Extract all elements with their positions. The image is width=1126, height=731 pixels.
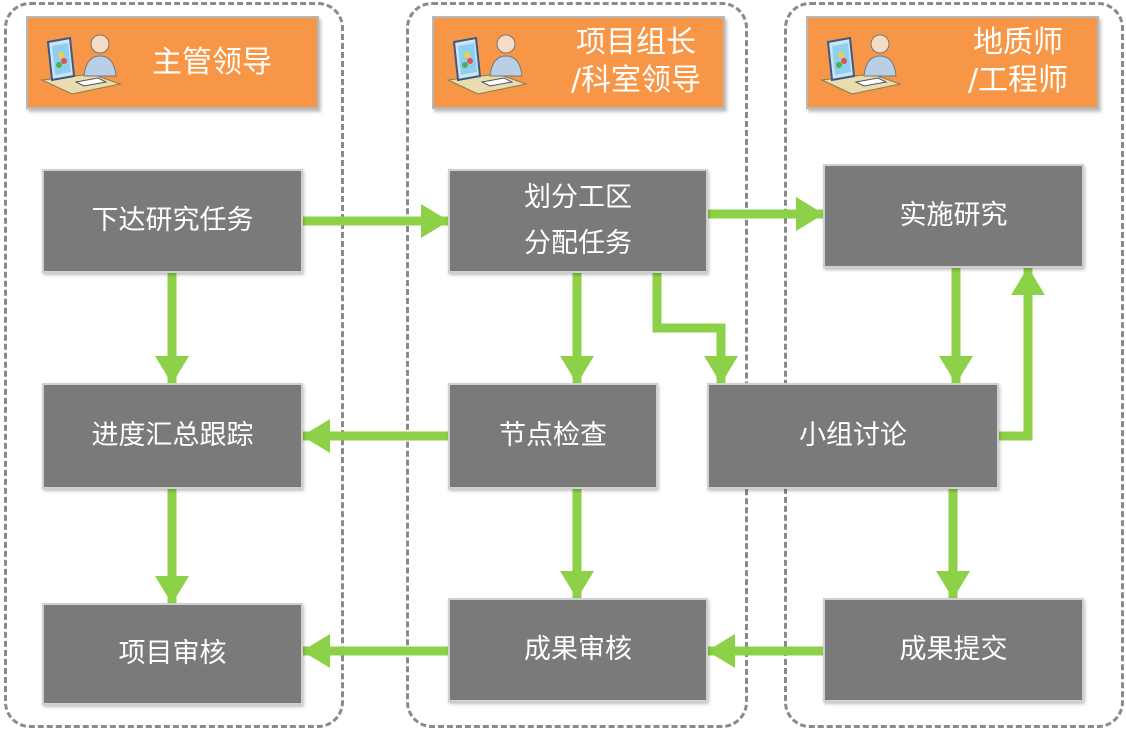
- node-label: 节点检查: [499, 420, 607, 451]
- role-label-line: 主管领导: [152, 45, 272, 80]
- node-label: 进度汇总跟踪: [91, 420, 254, 451]
- lane-project-lead: [406, 2, 748, 728]
- role-label-line: /科室领导: [570, 63, 702, 98]
- role-header-project-lead: 项目组长 /科室领导: [432, 16, 725, 109]
- node-group-discussion: 小组讨论: [707, 383, 999, 489]
- role-label-line: 地质师: [973, 25, 1063, 60]
- lane-geologist: [784, 2, 1124, 728]
- office-worker-at-computer-icon: [446, 34, 528, 95]
- office-worker-at-computer-icon: [820, 34, 902, 95]
- node-label: 划分工区: [524, 182, 632, 213]
- arrow-divide-to-discussion: [652, 273, 738, 384]
- node-project-review: 项目审核: [42, 603, 303, 705]
- node-issue-research-task: 下达研究任务: [42, 169, 303, 273]
- arrow-discussion-to-implement: [999, 267, 1045, 441]
- node-label: 实施研究: [899, 200, 1008, 231]
- node-label: 项目审核: [118, 638, 227, 669]
- role-header-geologist: 地质师 /工程师: [806, 16, 1099, 109]
- node-label: 小组讨论: [799, 420, 907, 451]
- node-result-review: 成果审核: [448, 598, 708, 702]
- node-divide-work-area: 划分工区 分配任务: [448, 169, 708, 273]
- node-label: 下达研究任务: [91, 205, 254, 236]
- node-result-submit: 成果提交: [823, 598, 1084, 702]
- lane-leader: [4, 2, 344, 728]
- node-label: 成果审核: [524, 634, 632, 665]
- node-implement-research: 实施研究: [823, 164, 1084, 268]
- role-label-line: /工程师: [967, 63, 1069, 98]
- role-label-line: 项目组长: [576, 25, 696, 60]
- node-label: 成果提交: [899, 634, 1008, 665]
- role-header-leader: 主管领导: [26, 16, 319, 109]
- node-label: 分配任务: [524, 228, 632, 259]
- office-worker-at-computer-icon: [40, 34, 122, 95]
- node-checkpoint: 节点检查: [448, 383, 658, 489]
- node-progress-tracking: 进度汇总跟踪: [42, 383, 303, 489]
